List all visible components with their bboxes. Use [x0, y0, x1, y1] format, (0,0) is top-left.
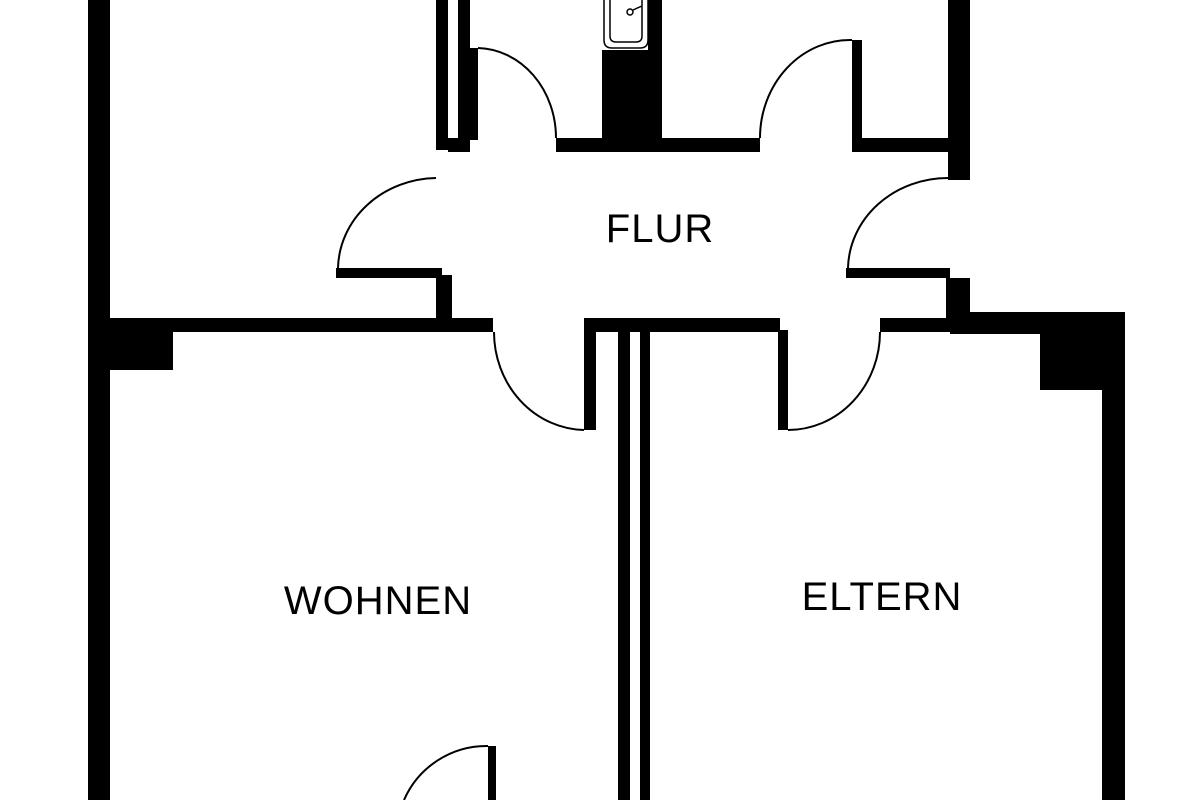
wall-eltern-door-jamb — [778, 330, 788, 430]
wall-bathroom-shaft — [602, 50, 662, 150]
wall-flur-right-upper — [846, 268, 950, 278]
wall-bathroom-left — [458, 0, 470, 140]
wall-door-stub-bath — [470, 48, 478, 140]
room-label-flur: FLUR — [606, 207, 714, 251]
wall-horizontal-right — [880, 318, 970, 332]
sink-icon — [603, 0, 649, 49]
outer-wall-left — [88, 0, 110, 800]
door-arc-flur-left — [337, 177, 437, 269]
outer-wall-right — [1102, 312, 1125, 800]
door-arc-bottom — [403, 744, 489, 800]
door-swings — [337, 38, 949, 800]
room-label-eltern: ELTERN — [802, 575, 963, 619]
column-left — [88, 318, 173, 370]
wall-upper-right-room-left — [948, 0, 970, 180]
wall-horizontal-mid — [593, 318, 780, 332]
room-label-wohnen: WOHNEN — [284, 579, 472, 623]
wall-segment-flur-left-top — [448, 138, 470, 152]
door-arc-upper-right — [759, 38, 853, 139]
door-arc-bath-left — [477, 47, 557, 139]
room-labels: FLUR WOHNEN ELTERN — [284, 207, 963, 623]
wall-upper-left-room-right — [436, 0, 448, 150]
wall-upper-left-room-right-lower — [436, 275, 452, 325]
wall-horizontal-left — [88, 318, 493, 332]
door-arc-wohnen — [493, 331, 585, 431]
wall-wohnen-eltern-lower-b — [640, 330, 650, 800]
wall-wohnen-eltern — [584, 318, 596, 430]
wall-door-stub-bottom — [488, 746, 496, 800]
wall-flur-left-upper — [336, 268, 442, 278]
wall-wohnen-eltern-lower-a — [618, 330, 630, 800]
wall-flur-top-mid — [556, 138, 760, 152]
walls — [88, 0, 1125, 800]
wall-flur-top-right — [858, 138, 950, 152]
door-arc-flur-right — [847, 177, 949, 269]
wall-flur-top-right-jamb — [852, 40, 862, 152]
wall-bathroom-top-right — [648, 0, 662, 50]
door-arc-eltern — [787, 331, 881, 431]
